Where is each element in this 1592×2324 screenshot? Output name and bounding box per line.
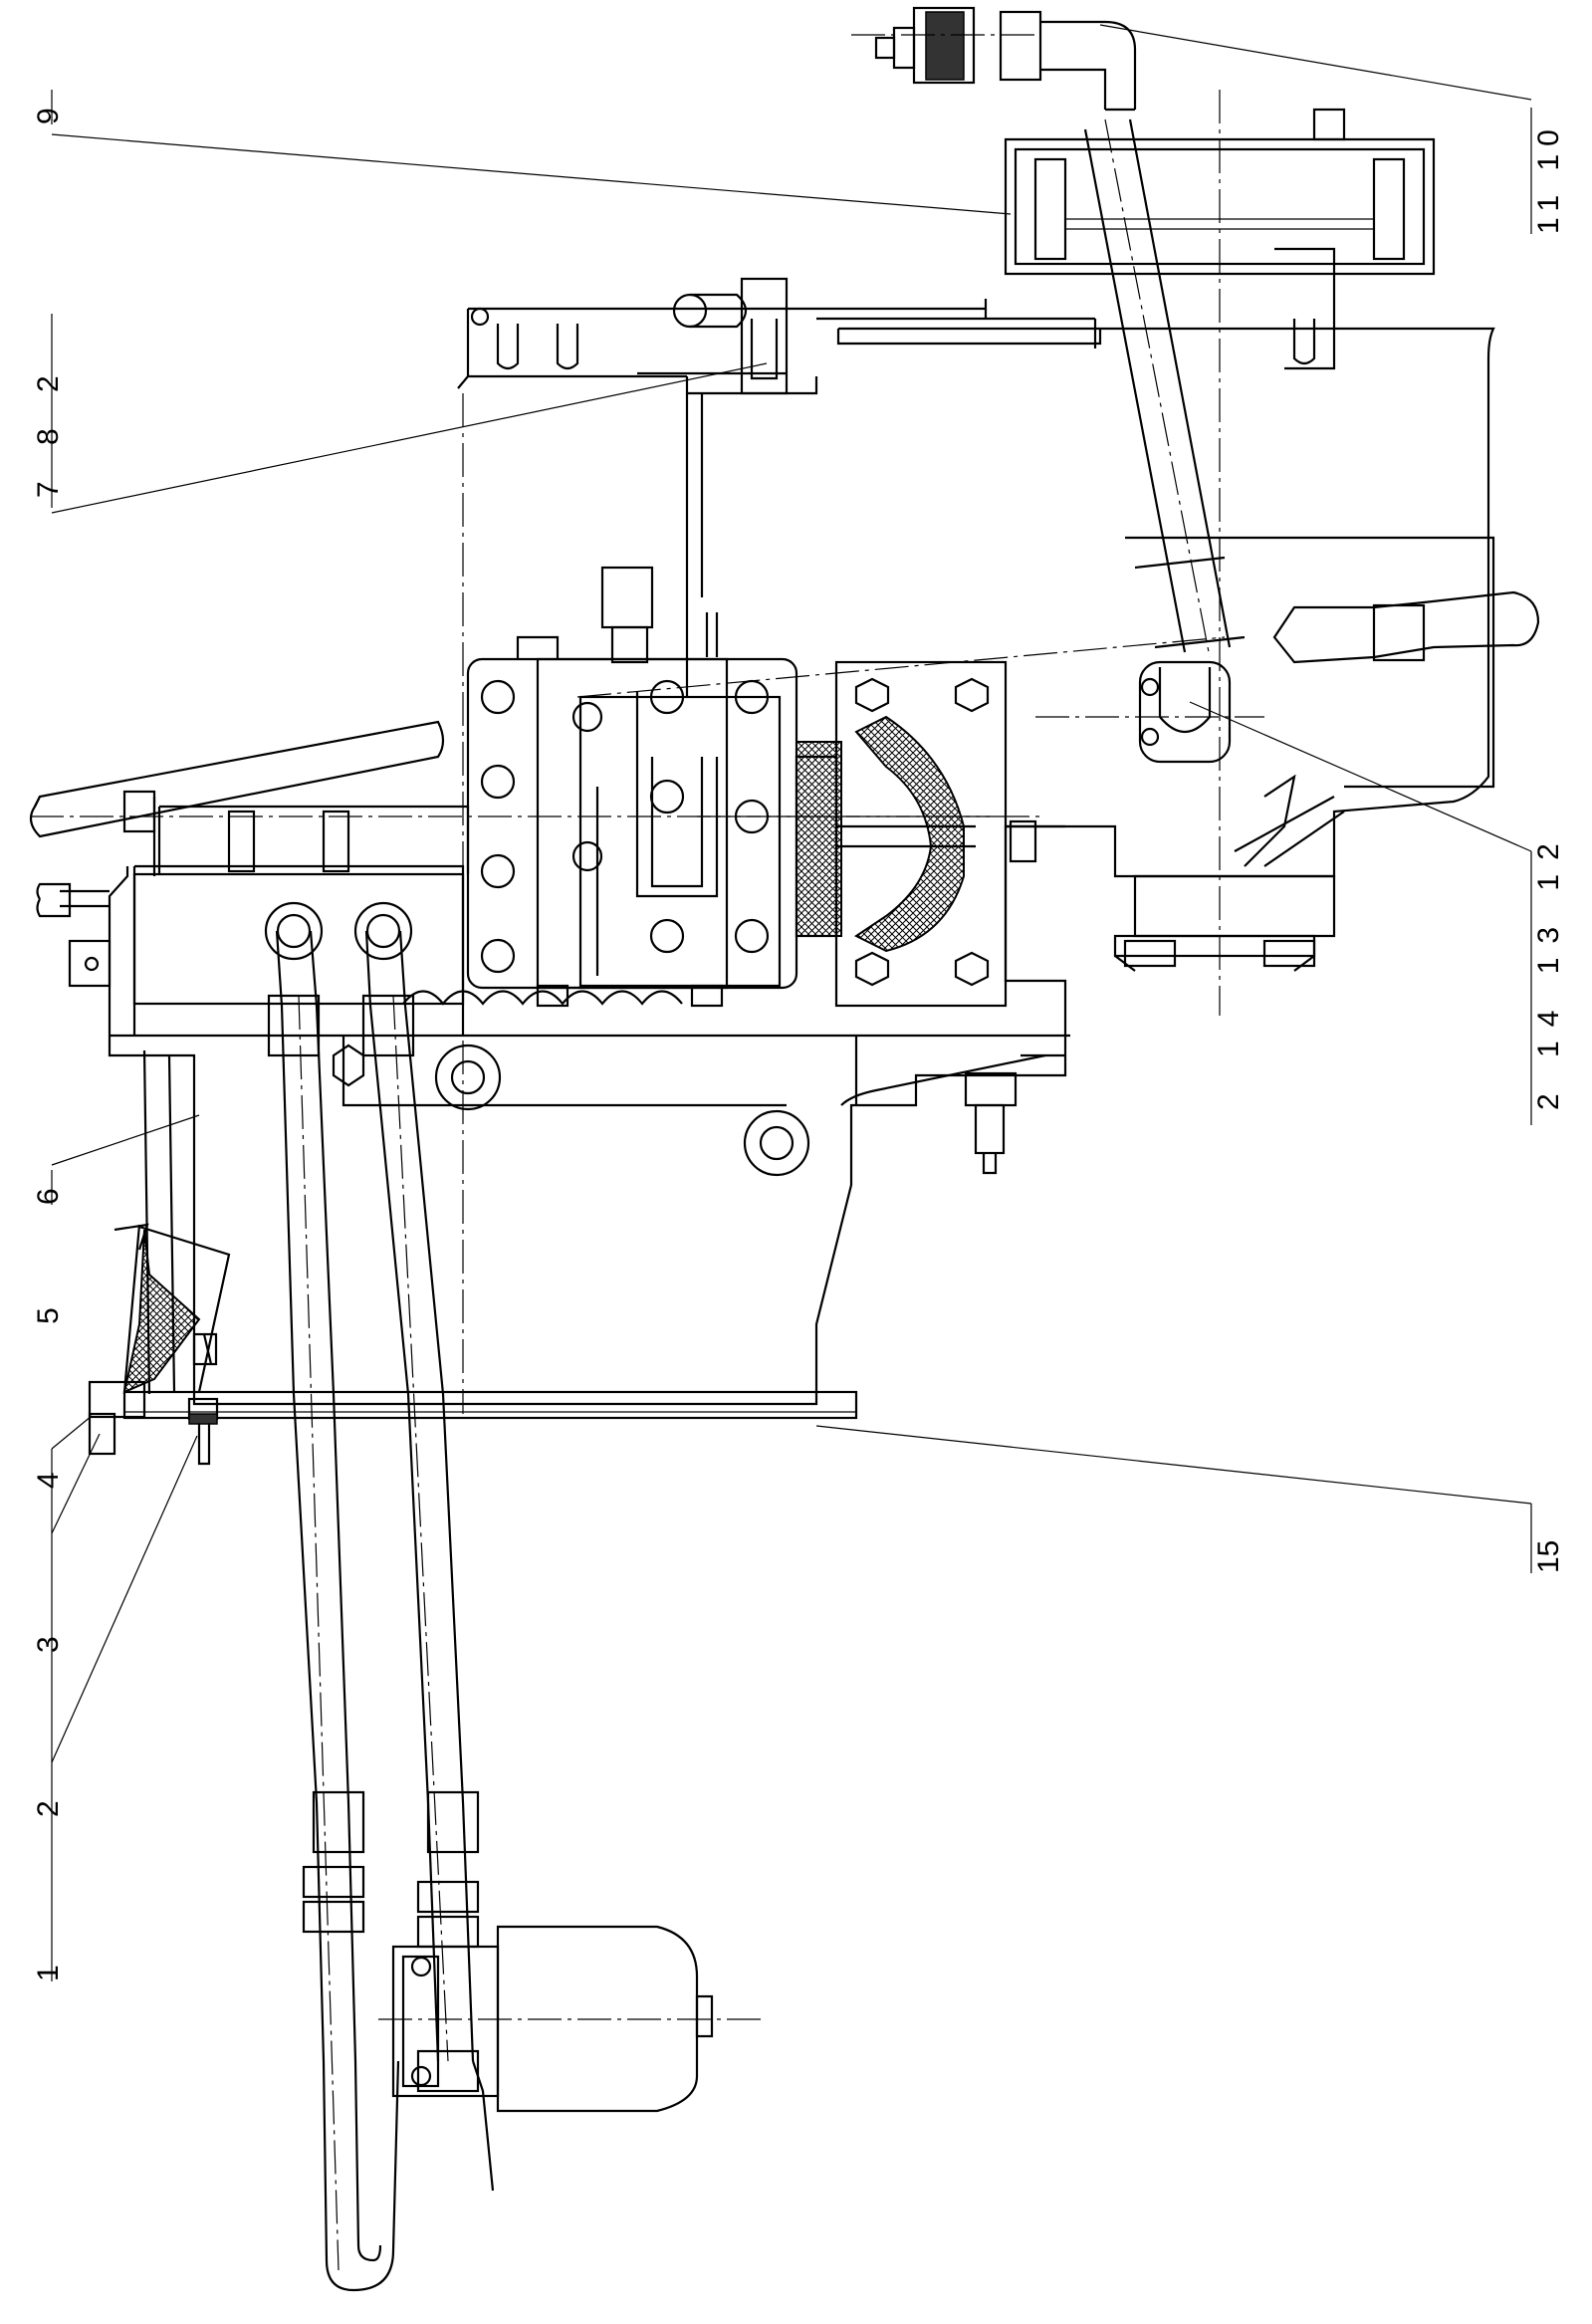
flexible-hoses xyxy=(264,901,495,2292)
diagonal-rod xyxy=(1083,118,1540,972)
upper-linkage xyxy=(457,277,1097,697)
pump-motor xyxy=(391,1925,714,2113)
upper-right-assembly xyxy=(874,6,1436,370)
callout-11-10: 11 10 xyxy=(1532,121,1565,234)
callout-2-14-13-12: 2 14 13 12 xyxy=(1532,829,1565,1110)
callout-1-5: 1 2 3 4 5 xyxy=(32,1238,65,1981)
callout-9: 9 xyxy=(32,108,65,124)
center-lines xyxy=(30,34,1264,2271)
leader-lines xyxy=(51,24,1532,1763)
valve-block xyxy=(466,566,798,1008)
control-handle xyxy=(29,720,445,988)
diaphragm-chamber xyxy=(795,660,1037,1008)
callout-15: 15 xyxy=(1532,1540,1565,1573)
callout-7-8-2: 7 8 2 xyxy=(32,361,65,498)
callout-labels: 9 11 10 7 8 2 2 14 13 12 6 1 2 3 4 5 15 xyxy=(32,90,1565,1981)
main-housing xyxy=(88,327,1495,1466)
callout-6: 6 xyxy=(32,1188,65,1205)
